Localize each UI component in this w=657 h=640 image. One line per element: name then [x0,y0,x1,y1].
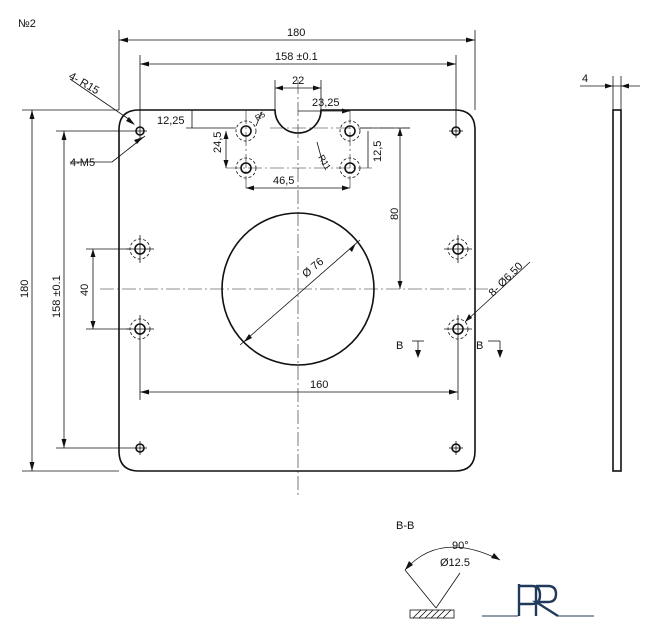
section-angle: 90° [452,540,469,552]
side-view: 4 [580,73,640,472]
dim-slot-width: 22 [292,75,304,87]
dim-bottom-span: 160 [310,379,328,391]
brand-logo: PR [482,584,594,618]
dim-thickness: 4 [582,73,588,85]
center-hole [221,212,375,366]
dim-height-total: 180 [19,280,31,298]
upper-countersunk-holes [235,120,361,179]
section-title: B-B [396,520,414,532]
dim-small-v: 12,5 [372,141,384,162]
dimension-lines [22,30,531,472]
dim-width-holes: 158 ±0.1 [275,51,318,63]
dim-side-gap: 40 [79,284,91,296]
dim-slot-depth: 12,25 [157,115,185,127]
section-diameter: Ø12.5 [440,557,470,569]
dim-height-holes: 158 ±0.1 [51,275,63,318]
dim-small-radius: R5 [254,110,268,123]
plate-outline [118,109,476,472]
side-countersunk-holes [126,235,472,343]
dim-hole-spacing-h: 46,5 [273,175,294,187]
dim-countersink: 8- Ø6.50 [487,260,526,299]
dim-slot-offset: 23,25 [312,97,340,109]
corner-holes [133,124,463,455]
sheet-number: №2 [18,18,36,30]
dim-hole-spacing-v: 24,5 [212,132,224,153]
dimension-labels: 180 158 ±0.1 22 23,25 4- R15 4-M5 12,25 … [19,27,525,391]
dim-slot-radius: R11 [316,153,333,172]
section-marker-left: B [396,340,403,352]
section-markers: B B [396,340,503,358]
section-bb: B-B 90° Ø12.5 [396,520,501,619]
dim-big-hole: Ø 76 [300,256,326,281]
dim-center-drop: 80 [389,208,401,220]
section-marker-right: B [476,340,483,352]
dim-tap: 4-M5 [70,157,95,169]
dim-width-total: 180 [287,27,305,39]
center-lines [100,80,496,495]
dim-corner-radius: 4- R15 [67,70,102,97]
